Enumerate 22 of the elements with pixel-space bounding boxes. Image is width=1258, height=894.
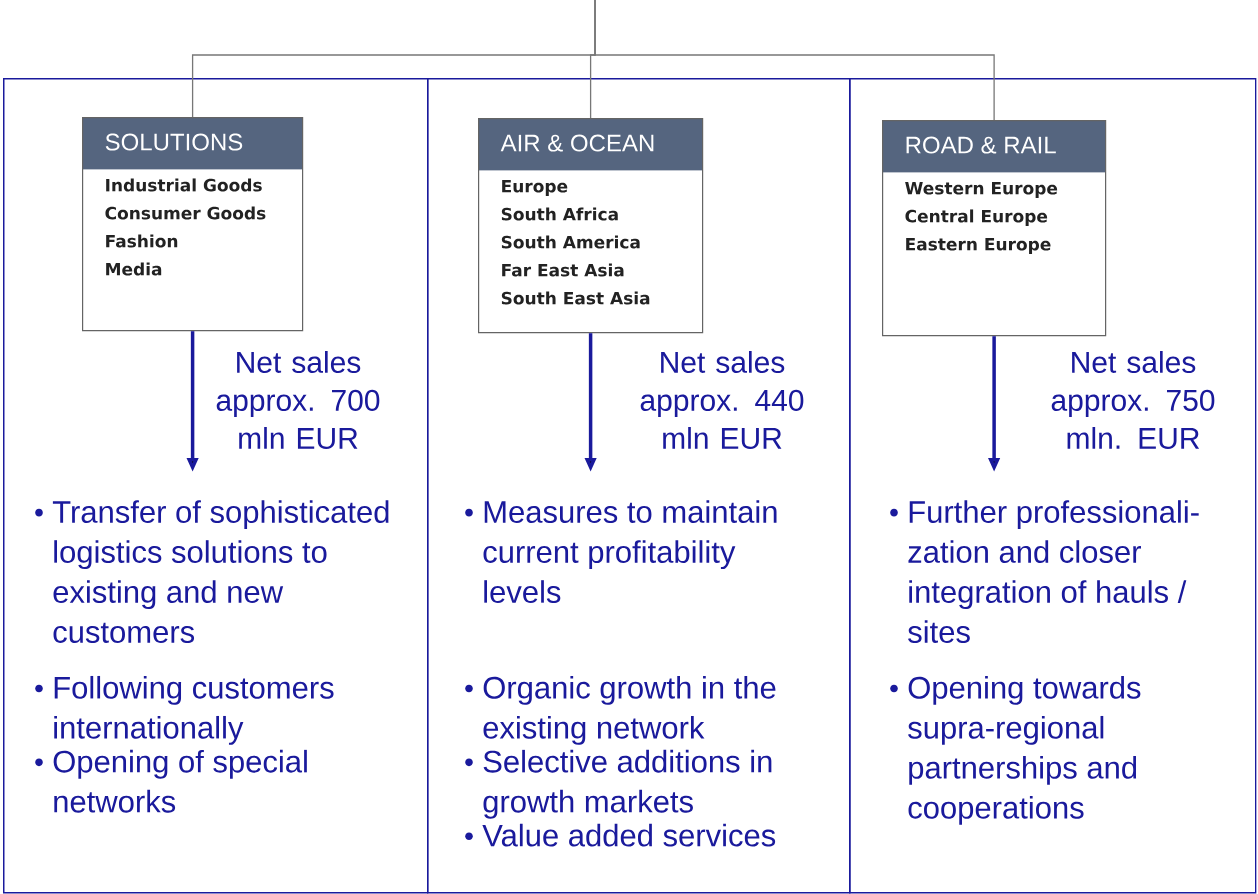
division-box: AIR & OCEAN Europe South Africa South America Far East Asia South East Asia <box>478 118 704 334</box>
bullet-list: Measures to maintain current profitability levels Organic growth in the existing network Selective additions in growth markets Value added services <box>465 500 777 847</box>
connector-line <box>594 0 995 121</box>
column-panel <box>849 78 1257 894</box>
bullet-list: Transfer of sophisticated logistics solutions to existing and new customers Following customers internationally Opening of special networks <box>35 500 389 813</box>
edge-label: Net sales approx. 700 mln EUR <box>216 351 380 450</box>
node-label: Further professionali- zation and closer integration of hauls / sites <box>908 500 1199 643</box>
column-panel <box>3 78 429 894</box>
node-label: Measures to maintain current profitability levels <box>483 500 777 603</box>
node-label: Following customers internationally <box>54 675 334 745</box>
column-panel <box>427 78 851 894</box>
edge-label: Net sales approx. 750 mln. EUR <box>1051 351 1215 450</box>
node-label: Value added services <box>482 823 776 847</box>
division-box: SOLUTIONS Industrial Goods Consumer Goods Fashion Media <box>82 117 304 332</box>
node-label: Opening towards supra-regional partnerships and cooperations <box>908 675 1141 825</box>
node-label: Organic growth in the existing network <box>483 675 776 745</box>
node-label: Opening of special networks <box>53 749 307 813</box>
division-box: ROAD & RAIL Western Europe Central Europe Eastern Europe <box>882 120 1107 337</box>
edge-label: Net sales approx. 440 mln EUR <box>640 351 804 450</box>
node-label: Transfer of sophisticated logistics solutions to existing and new customers <box>52 500 389 643</box>
bullet-list: Further professionali- zation and closer integration of hauls / sites Opening towards supra-regional partnerships and cooperations <box>890 500 1199 825</box>
node-label: Selective additions in growth markets <box>483 749 772 819</box>
